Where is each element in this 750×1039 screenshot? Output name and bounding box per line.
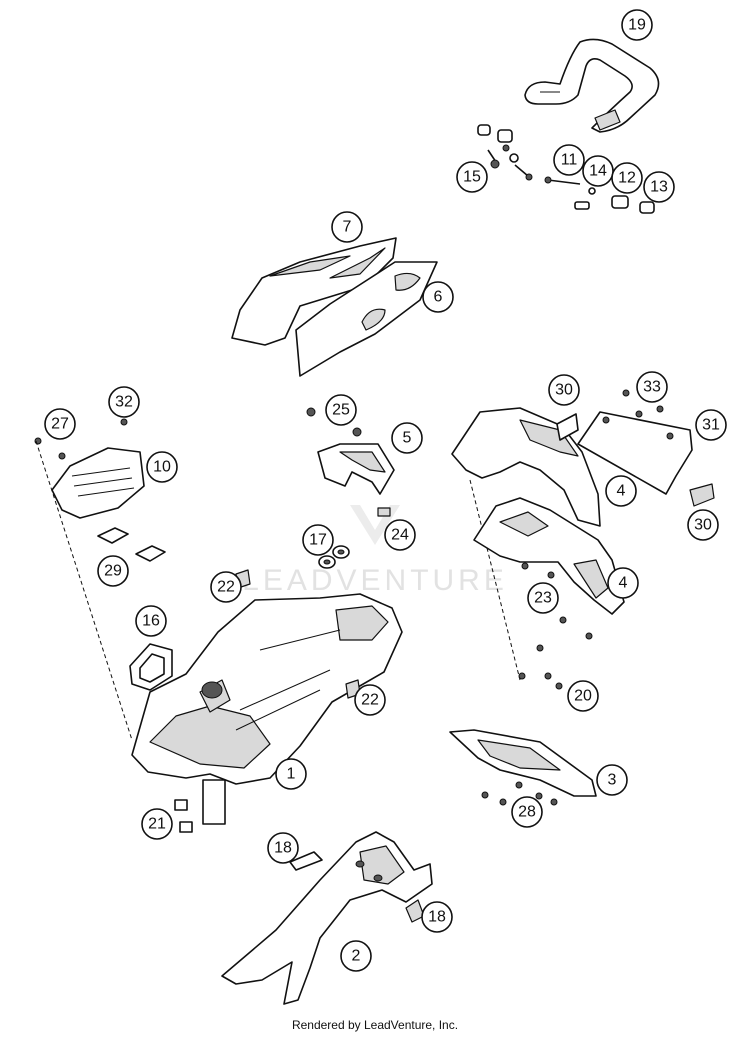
callout-29-top[interactable]: 30 [548, 374, 580, 406]
callout-31[interactable]: 29 [97, 555, 129, 587]
svg-text:31: 31 [702, 417, 720, 434]
watermark-text: LEADVENTURE [242, 564, 508, 597]
callout-19[interactable]: 19 [621, 9, 653, 41]
clip-part-21 [377, 507, 391, 517]
callout-16[interactable]: 16 [135, 605, 167, 637]
callout-13[interactable]: 13 [643, 171, 675, 203]
callout-33[interactable]: 33 [636, 371, 668, 403]
svg-text:27: 27 [51, 416, 69, 433]
svg-text:7: 7 [343, 219, 352, 236]
upper-cover-part [231, 237, 397, 346]
callout-5[interactable]: 4 [605, 475, 637, 507]
callout-27[interactable]: 27 [44, 408, 76, 440]
svg-text:3: 3 [608, 772, 617, 789]
svg-text:23: 23 [534, 590, 552, 607]
svg-text:33: 33 [643, 379, 661, 396]
svg-text:4: 4 [617, 483, 626, 500]
callout-21[interactable]: 24 [384, 519, 416, 551]
svg-text:32: 32 [115, 394, 133, 411]
svg-text:21: 21 [148, 816, 166, 833]
callout-32[interactable]: 32 [108, 386, 140, 418]
svg-text:20: 20 [574, 688, 592, 705]
svg-text:22: 22 [217, 579, 235, 596]
svg-text:19: 19 [628, 17, 646, 34]
electronics-tray-part [34, 418, 145, 519]
svg-text:11: 11 [561, 152, 578, 169]
grommet-ring-part [129, 643, 173, 691]
svg-text:18: 18 [428, 909, 446, 926]
svg-text:30: 30 [555, 382, 573, 399]
svg-text:18: 18 [274, 840, 292, 857]
svg-text:13: 13 [650, 179, 668, 196]
screws [518, 389, 674, 690]
callout-2[interactable]: 2 [340, 940, 372, 972]
callout-8[interactable]: 7 [331, 211, 363, 243]
svg-text:2: 2 [352, 948, 361, 965]
foam-pads-part [97, 527, 166, 562]
svg-text:6: 6 [434, 289, 443, 306]
svg-text:30: 30 [694, 517, 712, 534]
callout-7[interactable]: 6 [422, 281, 454, 313]
tail-cap-part [306, 407, 395, 495]
callout-3[interactable]: 3 [596, 764, 628, 796]
bushings-part [318, 545, 350, 569]
callout-30[interactable]: 31 [695, 409, 727, 441]
callout-4[interactable]: 4 [607, 567, 639, 599]
svg-text:5: 5 [403, 430, 412, 447]
callout-28[interactable]: 28 [511, 796, 543, 828]
callout-24-top[interactable]: 22 [210, 571, 242, 603]
callout-12[interactable]: 12 [611, 162, 643, 194]
lower-cover-part [295, 261, 438, 377]
svg-text:15: 15 [463, 169, 481, 186]
callout-24-bottom[interactable]: 22 [354, 684, 386, 716]
splash-guard-part [221, 831, 433, 1005]
svg-text:4: 4 [619, 575, 628, 592]
svg-text:12: 12 [618, 170, 636, 187]
callouts: 19 11 14 12 13 15 7 6 30 33 32 27 25 5 3… [44, 9, 727, 972]
main-housing-part [131, 569, 403, 825]
callout-23[interactable]: 23 [527, 582, 559, 614]
callout-10[interactable]: 10 [146, 451, 178, 483]
leader-line-right [469, 479, 521, 681]
svg-text:22: 22 [361, 692, 379, 709]
svg-text:24: 24 [391, 527, 409, 544]
svg-text:29: 29 [104, 563, 122, 580]
svg-text:1: 1 [287, 766, 296, 783]
leader-line [35, 440, 133, 741]
clips-part-22 [174, 799, 193, 833]
grab-handle-part [524, 38, 660, 133]
svg-text:14: 14 [589, 163, 607, 180]
callout-11[interactable]: 11 [553, 144, 585, 176]
svg-text:28: 28 [518, 804, 536, 821]
svg-text:17: 17 [309, 532, 327, 549]
callout-18-bottom[interactable]: 18 [421, 901, 453, 933]
svg-text:25: 25 [332, 402, 350, 419]
callout-6[interactable]: 5 [391, 422, 423, 454]
svg-text:16: 16 [142, 613, 160, 630]
svg-text:10: 10 [153, 459, 171, 476]
lower-panel-part [449, 729, 597, 806]
callout-20[interactable]: 20 [567, 680, 599, 712]
callout-22[interactable]: 21 [141, 808, 173, 840]
hardware-bolts [477, 124, 655, 214]
callout-29-bottom[interactable]: 30 [687, 509, 719, 541]
callout-25[interactable]: 25 [325, 394, 357, 426]
watermark-logo: LEADVENTURE [242, 505, 508, 597]
callout-14[interactable]: 14 [582, 155, 614, 187]
rear-bracket-part [473, 497, 625, 615]
callout-17[interactable]: 17 [302, 524, 334, 556]
mount-plate-part [577, 411, 693, 495]
pads-part-29 [556, 413, 715, 507]
clips-part-18 [289, 851, 425, 923]
callout-18-top[interactable]: 18 [267, 832, 299, 864]
callout-1[interactable]: 1 [275, 758, 307, 790]
render-credit: Rendered by LeadVenture, Inc. [291, 1018, 459, 1032]
callout-15[interactable]: 15 [456, 161, 488, 193]
